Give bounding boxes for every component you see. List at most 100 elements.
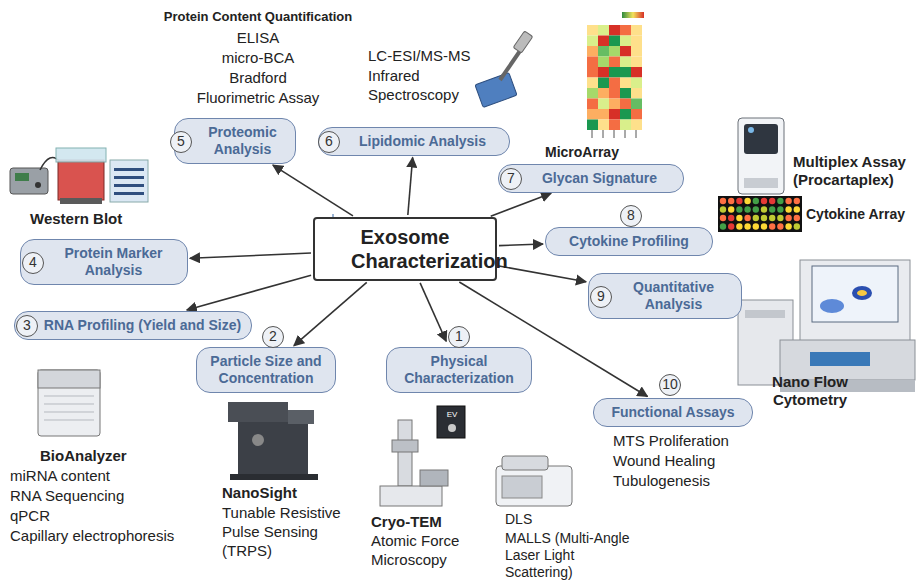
illustration-part xyxy=(794,223,800,229)
illustration-part xyxy=(761,206,767,212)
illustration-part xyxy=(500,48,522,80)
illustration-part xyxy=(598,109,609,120)
illustration-part xyxy=(777,198,783,204)
method-label: MALLS (Multi-Angle Laser Light Scatterin… xyxy=(505,530,641,581)
arrow-connector xyxy=(420,283,446,341)
category-pill: 10Functional Assays xyxy=(593,398,753,427)
arrow-connector xyxy=(273,165,353,216)
illustration-part xyxy=(631,57,642,68)
illustration-part xyxy=(238,422,308,478)
illustration-part xyxy=(609,36,620,47)
illustration-part xyxy=(609,88,620,99)
box-title: Exosome Characterization xyxy=(351,225,459,273)
method-label: Capillary electrophoresis xyxy=(10,526,210,545)
callout-number: 3 xyxy=(16,315,38,337)
illustration-part xyxy=(598,36,609,47)
illustration-part xyxy=(598,25,609,36)
illustration-part xyxy=(736,198,742,204)
arrow-connector xyxy=(491,193,551,216)
illustration-part xyxy=(587,67,598,78)
illustration-part xyxy=(609,57,620,68)
illustration-part xyxy=(728,223,734,229)
illustration-part xyxy=(631,120,642,131)
illustration-part xyxy=(631,78,642,89)
illustration-part xyxy=(587,120,598,131)
illustration-part xyxy=(720,198,726,204)
callout-number: 7 xyxy=(500,168,522,190)
illustration-part xyxy=(800,260,910,350)
callout-number: 4 xyxy=(22,252,44,274)
method-label: Infrared Spectroscopy xyxy=(368,66,468,104)
illustration-part xyxy=(609,46,620,57)
callout-number: 1 xyxy=(448,326,470,348)
method-label: Cytokine Array xyxy=(806,205,918,223)
category-pill: 9Quantitative Analysis xyxy=(588,273,742,319)
illustration-part xyxy=(609,78,620,89)
illustration-part xyxy=(587,46,598,57)
illustration-part xyxy=(753,198,759,204)
illustration-part xyxy=(820,299,844,313)
illustration-part xyxy=(720,223,726,229)
illustration-part xyxy=(785,223,791,229)
illustration-part xyxy=(620,57,631,68)
category-label: Particle Size and Concentration xyxy=(206,353,326,387)
illustration-part xyxy=(496,466,572,506)
callout-number: 2 xyxy=(262,326,284,348)
bioanalyzer-icon xyxy=(38,370,100,436)
illustration-part xyxy=(252,434,264,446)
category-label: RNA Profiling (Yield and Size) xyxy=(43,317,242,334)
illustration-part xyxy=(769,223,775,229)
illustration-part xyxy=(60,198,102,204)
illustration-part xyxy=(620,67,631,78)
illustration-part xyxy=(228,402,288,422)
illustration-part xyxy=(744,206,750,212)
illustration-part xyxy=(230,474,318,480)
heatmap-icon xyxy=(587,12,644,138)
illustration-part xyxy=(736,206,742,212)
arrow-connector xyxy=(187,275,311,310)
arrow-connector xyxy=(190,253,311,258)
illustration-part xyxy=(598,57,609,68)
method-label: Tunable Resistive Pulse Sensing (TRPS) xyxy=(222,503,342,560)
category-pill: 8Cytokine Profiling xyxy=(545,227,713,256)
flow-cytometer-icon xyxy=(738,260,915,392)
method-label: MTS Proliferation xyxy=(613,431,773,450)
method-label: RNA Sequencing xyxy=(10,486,200,505)
category-label: Proteomic Analysis xyxy=(199,124,286,158)
illustration-part xyxy=(769,215,775,221)
illustration-part xyxy=(35,182,41,188)
illustration-part xyxy=(812,266,898,322)
arrow-connector xyxy=(499,244,543,246)
illustration-part xyxy=(598,99,609,110)
central-box: Exosome Characterization xyxy=(313,217,497,281)
illustration-part xyxy=(288,410,314,424)
method-label: Cryo-TEM xyxy=(371,512,481,531)
illustration-part xyxy=(720,206,726,212)
pipette-icon xyxy=(475,31,533,107)
illustration-part xyxy=(631,88,642,99)
illustration-part xyxy=(631,25,642,36)
illustration-part xyxy=(587,78,598,89)
category-label: Functional Assays xyxy=(603,404,743,421)
illustration-part xyxy=(380,486,442,506)
illustration-part xyxy=(587,36,598,47)
illustration-part xyxy=(620,99,631,110)
illustration-part xyxy=(753,215,759,221)
illustration-part xyxy=(736,223,742,229)
method-label: miRNA content xyxy=(10,466,200,485)
category-label: Glycan Signature xyxy=(525,170,674,187)
illustration-part xyxy=(587,99,598,110)
illustration-part xyxy=(114,192,144,195)
dls-instrument-icon xyxy=(496,456,572,506)
illustration-part xyxy=(15,173,29,181)
method-label: Wound Healing xyxy=(613,451,773,470)
illustration-part xyxy=(114,184,144,187)
illustration-part xyxy=(609,25,620,36)
method-label: Western Blot xyxy=(30,210,150,228)
illustration-part xyxy=(718,196,802,232)
illustration-part xyxy=(620,88,631,99)
illustration-part xyxy=(769,198,775,204)
method-label: Atomic Force Microscopy xyxy=(371,531,471,569)
